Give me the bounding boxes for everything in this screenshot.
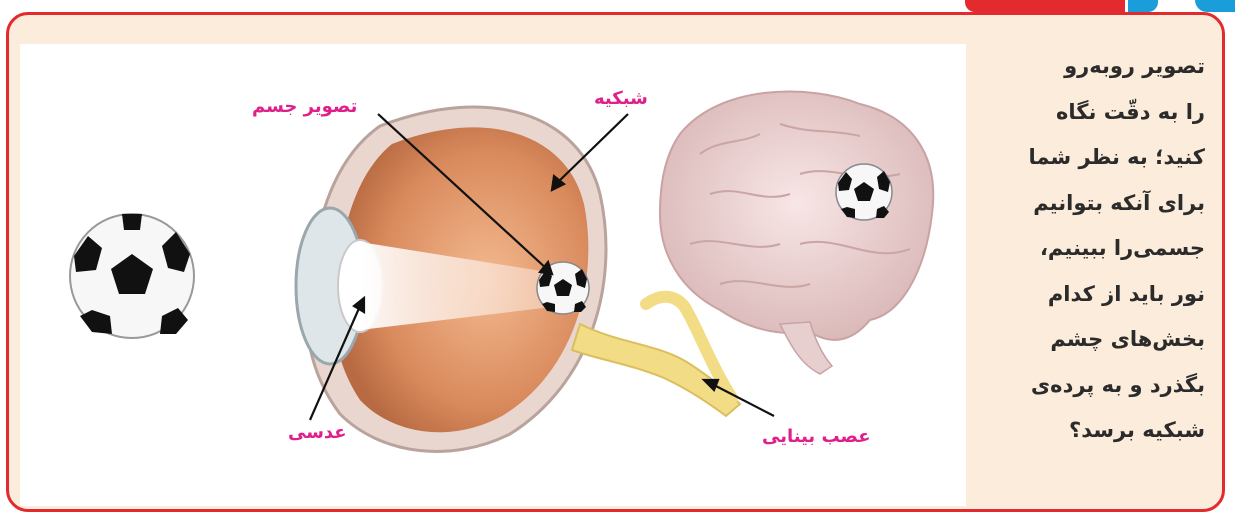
eye-illustration: تصویر جسم شبکیه عدسی عصب بینایی	[20, 44, 966, 506]
header-tab-blue-corner	[1195, 0, 1235, 12]
question-line: را به دقّت نگاه	[980, 90, 1205, 136]
label-optic-nerve: عصب بینایی	[762, 426, 871, 447]
label-lens: عدسی	[288, 422, 347, 443]
brain-image-ball	[836, 164, 892, 220]
header-tab-blue	[1128, 0, 1158, 12]
question-line: بخش‌های چشم	[980, 317, 1205, 363]
question-line: نور باید از کدام	[980, 272, 1205, 318]
label-retina: شبکیه	[594, 88, 648, 109]
question-line: تصویر روبه‌رو	[980, 44, 1205, 90]
question-text: تصویر روبه‌رو را به دقّت نگاه کنید؛ به ن…	[980, 44, 1205, 454]
header-tab-red	[965, 0, 1125, 12]
question-line: شبکیه برسد؟	[980, 408, 1205, 454]
question-line: بگذرد و به پرده‌ی	[980, 363, 1205, 409]
soccer-ball-object	[70, 214, 194, 338]
question-line: برای آنکه بتوانیم	[980, 181, 1205, 227]
label-object-image: تصویر جسم	[252, 96, 357, 117]
question-line: کنید؛ به نظر شما	[980, 135, 1205, 181]
question-line: جسمی‌را ببینیم،	[980, 226, 1205, 272]
